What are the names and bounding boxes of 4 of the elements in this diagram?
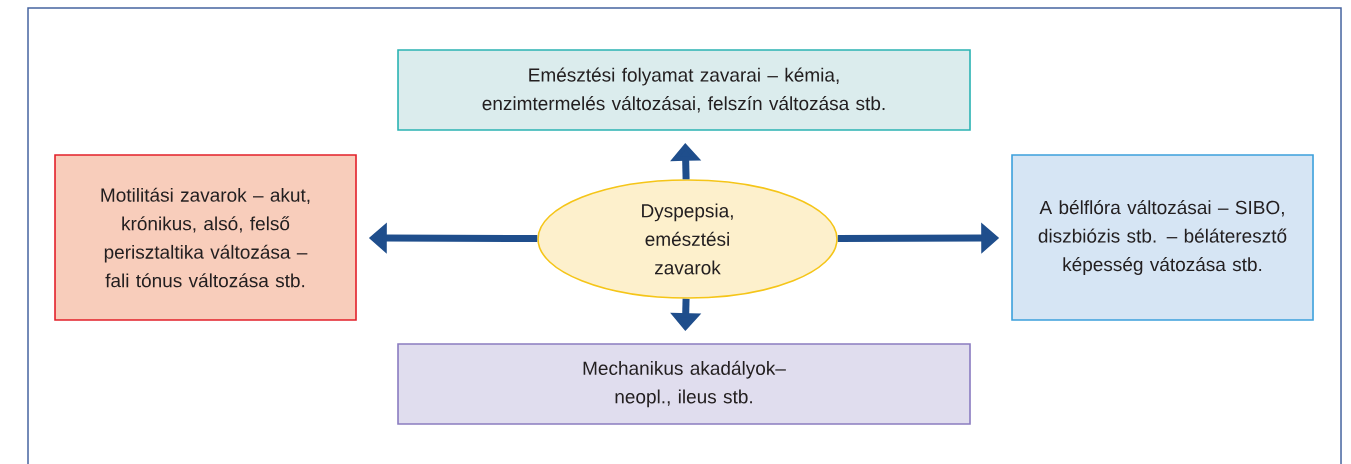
process-box: A bélflóra változásai – SIBO, diszbiózis stb. – béláteresztő képesség vátozása stb. [1011, 154, 1314, 321]
process-box: Mechanikus akadályok– neopl., ileus stb. [397, 343, 971, 425]
process-box: Emésztési folyamat zavarai – kémia, enzimtermelés változásai, felszín változása stb. [397, 49, 971, 131]
process-box: Motilitási zavarok – akut, krónikus, alsó, felső perisztaltika változása – fali tónus változása stb. [54, 154, 357, 321]
